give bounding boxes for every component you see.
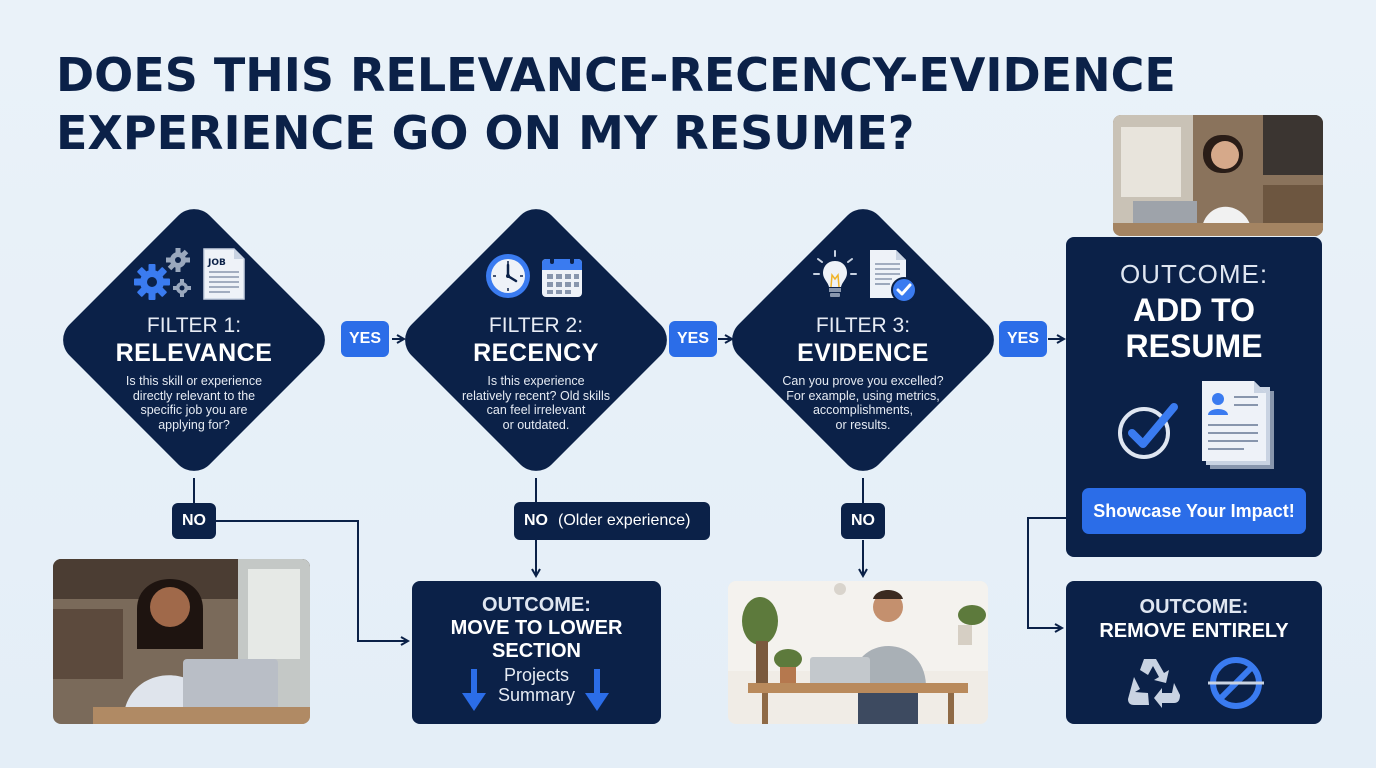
gears-icon <box>132 246 194 302</box>
outcome-remove-title: REMOVE ENTIRELY <box>1066 619 1322 643</box>
filter-3-text: FILTER 3: EVIDENCE Can you prove you exc… <box>773 314 953 432</box>
resume-stack-icon <box>1200 379 1280 473</box>
photo-woman-cafe-left <box>53 559 310 724</box>
lightbulb-icon <box>812 249 858 303</box>
filter-2-number: FILTER 2: <box>446 314 626 338</box>
outcome-lower-item-1: Projects <box>412 665 661 685</box>
filter-2-description: Is this experience relatively recent? Ol… <box>446 374 626 432</box>
checkmark-circle-icon <box>1112 395 1182 465</box>
filter-2-text: FILTER 2: RECENCY Is this experience rel… <box>446 314 626 432</box>
filter-1-number: FILTER 1: <box>104 314 284 338</box>
outcome-remove-box: OUTCOME: REMOVE ENTIRELY <box>1066 581 1322 724</box>
photo-woman-cafe-top <box>1113 115 1323 236</box>
title-line-1: DOES THIS RELEVANCE-RECENCY-EVIDENCE <box>56 46 1306 104</box>
verified-document-icon <box>866 248 918 304</box>
filter-1-name: RELEVANCE <box>104 338 284 368</box>
outcome-add-title-2: RESUME <box>1066 328 1322 364</box>
no-chip-2: NO (Older experience) <box>514 502 710 540</box>
no-chip-1: NO <box>172 503 216 539</box>
remove-line <box>1028 518 1066 628</box>
outcome-add-label: OUTCOME: <box>1066 259 1322 290</box>
filter-3-number: FILTER 3: <box>773 314 953 338</box>
photo-man-desk <box>728 581 988 724</box>
filter-3-description: Can you prove you excelled? For example,… <box>773 374 953 432</box>
outcome-add-box: OUTCOME: ADD TO RESUME Showcase Your Imp… <box>1066 237 1322 557</box>
outcome-lower-title-1: MOVE TO LOWER <box>412 617 661 640</box>
filter-2-icons <box>484 252 584 300</box>
down-arrow-icon <box>584 667 610 713</box>
recycle-icon <box>1122 653 1186 713</box>
outcome-lower-box: OUTCOME: MOVE TO LOWER SECTION Projects … <box>412 581 661 724</box>
filter-1-icons: JOB <box>132 246 246 302</box>
no-chip-2-label: NO <box>524 512 548 530</box>
calendar-icon <box>540 253 584 299</box>
prohibited-icon <box>1206 653 1266 713</box>
yes-chip-1: YES <box>341 321 389 357</box>
clock-icon <box>484 252 532 300</box>
outcome-lower-label: OUTCOME: <box>412 594 661 617</box>
job-icon-text: JOB <box>207 258 226 268</box>
showcase-impact-button[interactable]: Showcase Your Impact! <box>1082 488 1306 534</box>
filter-1-text: FILTER 1: RELEVANCE Is this skill or exp… <box>104 314 284 432</box>
filter-2-name: RECENCY <box>446 338 626 368</box>
yes-chip-2: YES <box>669 321 717 357</box>
down-arrow-icon <box>461 667 487 713</box>
outcome-lower-title-2: SECTION <box>412 640 661 663</box>
outcome-add-title-1: ADD TO <box>1066 292 1322 328</box>
job-document-icon: JOB <box>202 247 246 301</box>
no-chip-3: NO <box>841 503 885 539</box>
filter-1-description: Is this skill or experience directly rel… <box>104 374 284 432</box>
outcome-remove-label: OUTCOME: <box>1066 596 1322 619</box>
filter-3-name: EVIDENCE <box>773 338 953 368</box>
outcome-lower-item-2: Summary <box>412 685 661 705</box>
filter-3-icons <box>812 248 918 304</box>
no-chip-2-note: (Older experience) <box>558 512 691 530</box>
yes-chip-3: YES <box>999 321 1047 357</box>
